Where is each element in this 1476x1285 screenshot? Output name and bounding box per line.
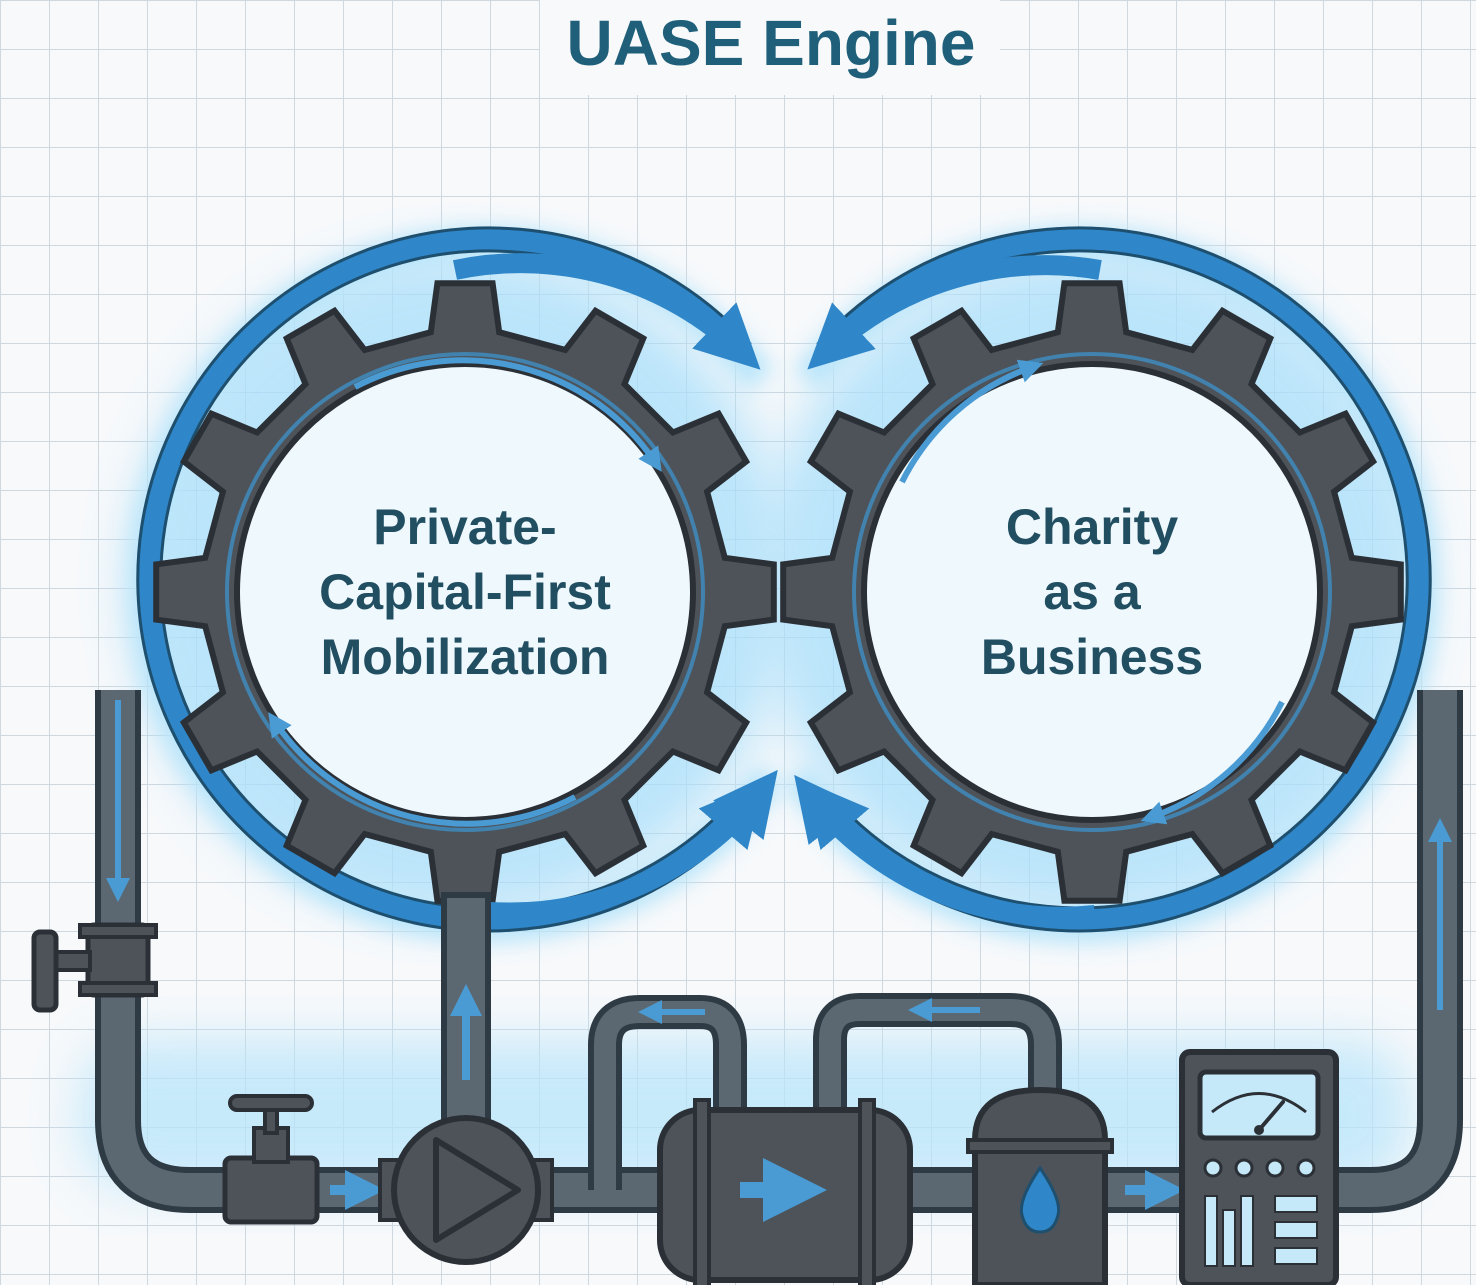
water-drop-icon xyxy=(1019,1165,1061,1234)
panel-buttons xyxy=(1203,1158,1316,1178)
vessel-icon xyxy=(966,1086,1114,1285)
left-top-arrow-head xyxy=(452,253,761,370)
diagram-title: UASE Engine xyxy=(567,7,976,79)
left-bottom-arrow-head xyxy=(468,769,778,923)
gear-charity-as-a-business: Charity as a Business xyxy=(780,280,1404,904)
gear-left-label-line-1: Private- xyxy=(373,499,556,555)
gear-left-label-line-2: Capital-First xyxy=(319,564,611,620)
gear-right-rotation-arrow-top xyxy=(899,359,1044,484)
gear-right-label-line-1: Charity xyxy=(1006,499,1178,555)
gear-left-rotation-arrow-top xyxy=(353,357,662,472)
inline-valve-icon xyxy=(222,1094,320,1225)
tank-icon xyxy=(657,1098,913,1285)
center-flow-arrows xyxy=(452,253,1102,927)
valve-handle-icon xyxy=(31,922,158,1013)
gear-right-label-line-2: as a xyxy=(1043,564,1142,620)
gear-right-label-line-3: Business xyxy=(981,629,1203,685)
right-top-arrow-head xyxy=(807,255,1102,370)
gear-left-rotation-arrow-bottom xyxy=(268,712,577,827)
gauge-icon xyxy=(1197,1069,1321,1141)
gear-left-label-line-3: Mobilization xyxy=(321,629,610,685)
panel-meter-bars xyxy=(1204,1195,1318,1267)
title-backdrop xyxy=(540,0,1000,95)
gear-left-hub xyxy=(234,361,696,823)
right-bottom-arrow-head xyxy=(794,774,1097,927)
control-panel xyxy=(1179,1049,1339,1285)
pump-icon xyxy=(378,1115,554,1265)
gear-private-capital-first: Private- Capital-First Mobilization xyxy=(153,280,777,904)
gear-right-hub xyxy=(861,361,1323,823)
gear-right-rotation-arrow-bottom xyxy=(1140,700,1285,825)
